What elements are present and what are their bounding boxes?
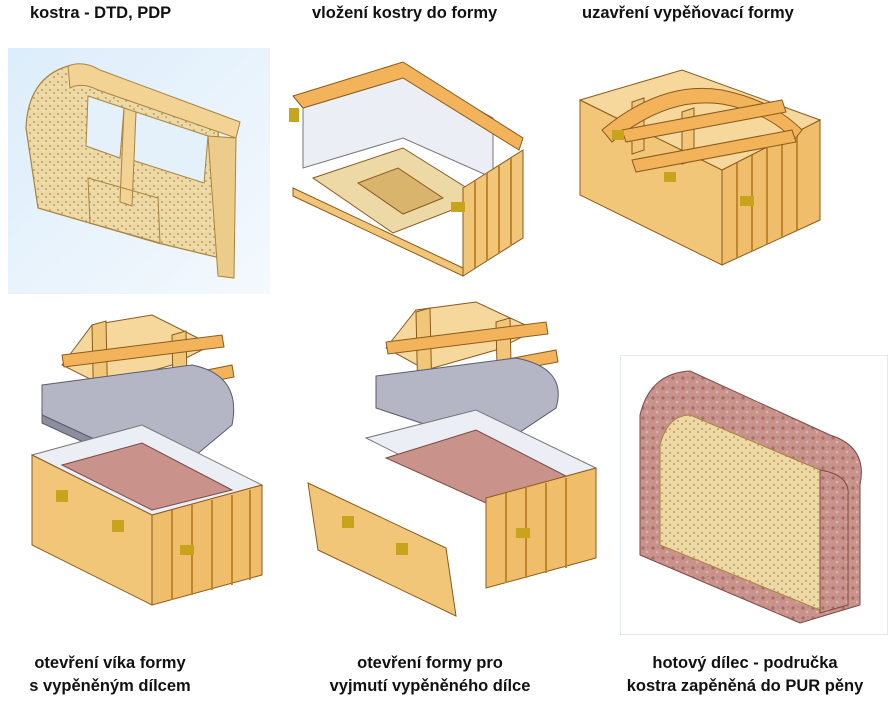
illustration-open-mould [306, 298, 598, 618]
illustration-skeleton [8, 48, 270, 294]
illustration-insert-skeleton [283, 58, 538, 283]
caption-step-4: otevření víka formy s vypěněným dílcem [29, 654, 191, 695]
illustration-finished-armrest [620, 355, 888, 635]
caption-step-1: kostra - DTD, PDP [30, 4, 172, 22]
caption-step-5: otevření formy pro vyjmutí vypěněného dí… [329, 654, 531, 695]
illustration-open-lid [22, 305, 272, 610]
caption-step-6: hotový dílec - područka kostra zapěněná … [626, 654, 864, 695]
illustration-closed-mould [572, 60, 827, 270]
caption-step-3: uzavření vypěňovací formy [582, 4, 794, 22]
caption-step-2: vložení kostry do formy [312, 4, 498, 22]
